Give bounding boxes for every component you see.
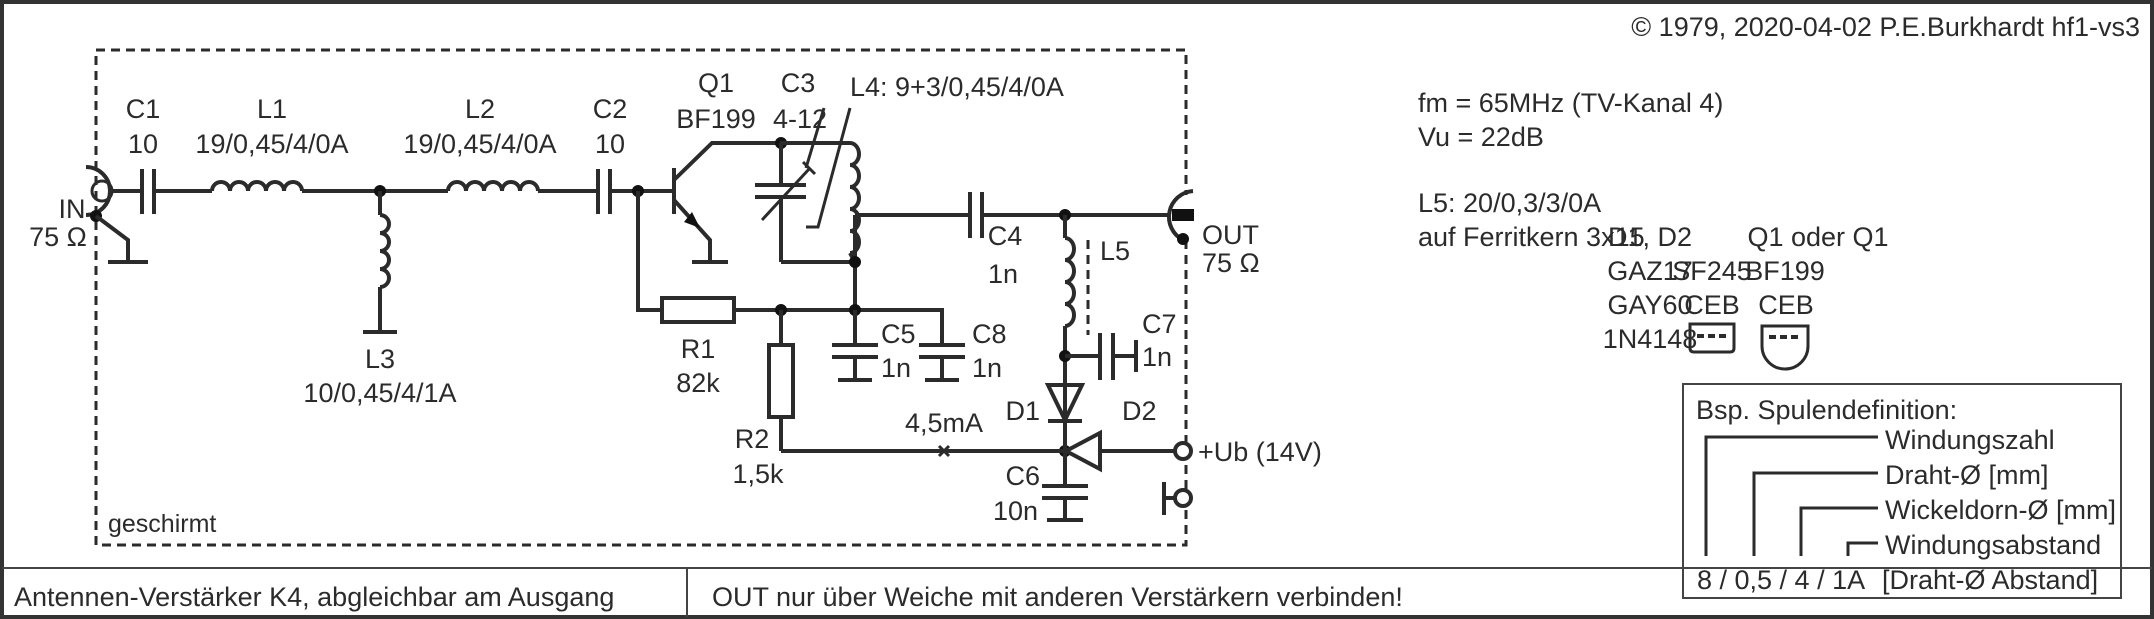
l2-ref: L2 — [465, 94, 495, 124]
diode-d1 — [1044, 383, 1086, 425]
diode-type: GAY60 — [1607, 290, 1692, 320]
r2-ref: R2 — [735, 424, 770, 454]
l3-ref: L3 — [365, 344, 395, 374]
d1-ref: D1 — [1005, 396, 1040, 426]
current-label: 4,5mA — [905, 408, 983, 438]
measure-point — [937, 444, 951, 458]
transistors-header: Q1 oder Q1 — [1747, 222, 1888, 252]
inductor-l3 — [379, 213, 391, 289]
out-label: OUT — [1202, 220, 1259, 250]
c6-value: 10n — [993, 496, 1038, 526]
output-connector — [1167, 189, 1194, 245]
copyright-text: © 1979, 2020-04-02 P.E.Burkhardt hf1-vs3 — [1631, 12, 2140, 42]
c8-ref: C8 — [972, 319, 1007, 349]
coil-example: 8 / 0,5 / 4 / 1A — [1697, 565, 1865, 595]
diode-type: 1N4148 — [1603, 324, 1698, 354]
inductor-l1 — [210, 180, 304, 192]
spec-gain: Vu = 22dB — [1418, 122, 1544, 152]
ground-terminal — [1173, 488, 1193, 508]
resistor-r2 — [767, 343, 795, 419]
shield-outline — [94, 48, 1188, 547]
legend-label: Windungszahl — [1885, 425, 2055, 455]
c8-value: 1n — [972, 353, 1002, 383]
in-label: IN — [59, 194, 86, 224]
c1-ref: C1 — [126, 94, 161, 124]
c1-value: 10 — [128, 129, 158, 159]
package-bf199-icon — [1760, 324, 1810, 371]
q1-ref: Q1 — [698, 68, 734, 98]
input-connector — [85, 165, 148, 264]
c2-ref: C2 — [593, 94, 628, 124]
transistor-type: SF245 — [1672, 256, 1752, 286]
c3-ref: C3 — [781, 68, 816, 98]
capacitor-c7 — [1098, 333, 1138, 380]
resistor-r1 — [660, 296, 736, 324]
legend-label: Draht-Ø [mm] — [1885, 460, 2049, 490]
legend-leader — [1752, 471, 1878, 556]
r2-value: 1,5k — [732, 459, 784, 489]
supply-label: +Ub (14V) — [1198, 437, 1322, 467]
c5-ref: C5 — [881, 319, 916, 349]
c7-ref: C7 — [1142, 309, 1177, 339]
package-sf245-icon — [1688, 322, 1736, 354]
footer-note: OUT nur über Weiche mit anderen Verstärk… — [712, 582, 1403, 612]
capacitor-c1 — [140, 169, 156, 214]
supply-terminal — [1173, 441, 1193, 461]
legend-leader — [1846, 541, 1878, 556]
legend-label: [Draht-Ø Abstand] — [1882, 565, 2098, 595]
capacitor-c8 — [919, 343, 965, 382]
legend-label: Windungsabstand — [1885, 530, 2101, 560]
c2-value: 10 — [595, 129, 625, 159]
diode-d2 — [1061, 429, 1102, 473]
coil-legend-title: Bsp. Spulendefinition: — [1696, 395, 1957, 425]
legend-leader — [1704, 435, 1878, 556]
l1-ref: L1 — [257, 94, 287, 124]
r1-value: 82k — [676, 368, 720, 398]
l5-ref: L5 — [1100, 236, 1130, 266]
spec-l5: L5: 20/0,3/3/0A — [1418, 188, 1601, 218]
legend-leader — [1799, 506, 1878, 556]
l4-pointer — [804, 107, 826, 169]
out-impedance: 75 Ω — [1202, 248, 1260, 278]
r1-ref: R1 — [681, 334, 716, 364]
inductor-l5 — [1064, 236, 1076, 328]
l4-label: L4: 9+3/0,45/4/0A — [850, 72, 1064, 102]
capacitor-c4 — [968, 192, 984, 238]
l4-pointer — [806, 107, 852, 229]
coil-legend-box — [1682, 383, 2122, 599]
q1-value: BF199 — [676, 104, 756, 134]
c4-ref: C4 — [988, 221, 1023, 251]
c7-value: 1n — [1142, 342, 1172, 372]
c4-value: 1n — [988, 259, 1018, 289]
transistor-pinout: CEB — [1758, 290, 1814, 320]
footer-title: Antennen-Verstärker K4, abgleichbar am A… — [14, 582, 614, 612]
diode-type: GAZ17 — [1607, 256, 1693, 286]
capacitor-c5 — [832, 343, 878, 382]
shield-label: geschirmt — [108, 510, 216, 538]
c6-ref: C6 — [1005, 461, 1040, 491]
inductor-l2 — [446, 180, 540, 192]
legend-label: Wickeldorn-Ø [mm] — [1885, 495, 2116, 525]
in-impedance: 75 Ω — [29, 222, 87, 252]
spec-ferrite: auf Ferritkern 3x15 — [1418, 222, 1645, 252]
l1-value: 19/0,45/4/0A — [195, 129, 348, 159]
l3-value: 10/0,45/4/1A — [303, 378, 456, 408]
transistor-type: BF199 — [1745, 256, 1825, 286]
c5-value: 1n — [881, 353, 911, 383]
d2-ref: D2 — [1122, 396, 1157, 426]
spec-frequency: fm = 65MHz (TV-Kanal 4) — [1418, 88, 1723, 118]
capacitor-c6 — [1042, 484, 1088, 522]
transistor-q1 — [672, 141, 780, 264]
trimmer-capacitor-c3 — [755, 143, 817, 262]
l2-value: 19/0,45/4/0A — [403, 129, 556, 159]
transistor-pinout: CEB — [1684, 290, 1740, 320]
capacitor-c2 — [596, 169, 612, 214]
diodes-header: D1, D2 — [1608, 222, 1692, 252]
